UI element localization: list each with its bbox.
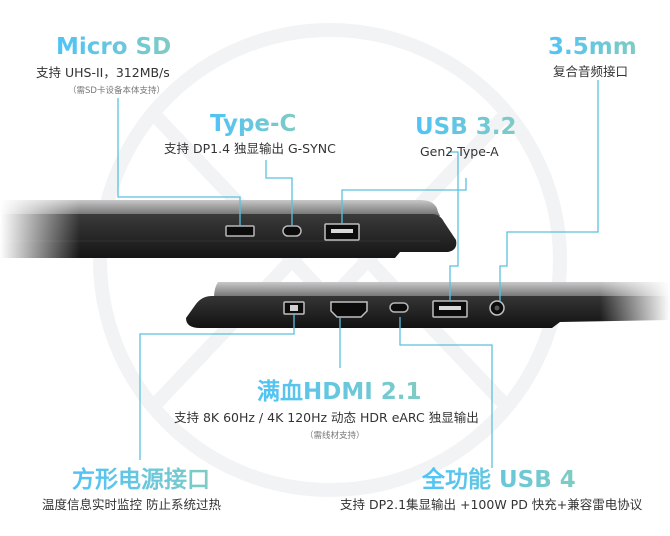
usb32-desc: Gen2 Type-A: [420, 144, 499, 159]
laptop-right-side: [186, 280, 670, 332]
hdmi-port-icon: [330, 301, 368, 318]
micro-sd-note: （需SD卡设备本体支持）: [68, 86, 165, 96]
leader-lines: [117, 80, 599, 468]
micro-sd-slot-icon: [225, 225, 255, 237]
usb4-port-icon: [389, 302, 409, 313]
type-c-port-icon: [282, 225, 302, 237]
power-title: 方形电源接口: [72, 467, 210, 493]
hdmi-title: 满血HDMI 2.1: [257, 379, 422, 405]
type-c-desc: 支持 DP1.4 独显输出 G-SYNC: [164, 141, 336, 156]
audio-title: 3.5mm: [548, 34, 637, 60]
audio-desc: 复合音频接口: [553, 64, 629, 79]
laptop-left-side: [0, 198, 457, 262]
type-c-title: Type-C: [210, 111, 297, 137]
usb32-title: USB 3.2: [415, 114, 517, 140]
usb4-desc: 支持 DP2.1集显输出 +100W PD 快充+兼容雷电协议: [340, 497, 643, 512]
hdmi-desc: 支持 8K 60Hz / 4K 120Hz 动态 HDR eARC 独显输出: [174, 410, 479, 425]
hdmi-note: （需线材支持）: [305, 431, 365, 441]
micro-sd-title: Micro SD: [56, 34, 172, 60]
micro-sd-desc: 支持 UHS-II，312MB/s: [36, 65, 170, 80]
usb4-title: 全功能 USB 4: [422, 467, 576, 493]
power-desc: 温度信息实时监控 防止系统过热: [42, 497, 221, 512]
